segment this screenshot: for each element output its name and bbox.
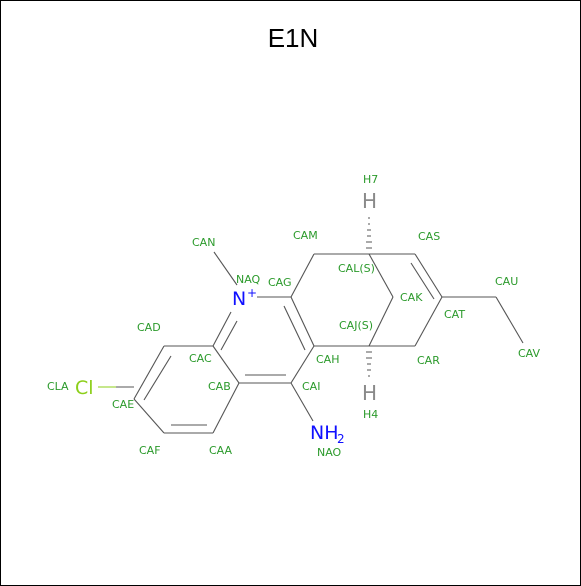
hash-bond-h7 xyxy=(366,217,372,249)
molecule-title: E1N xyxy=(268,23,319,53)
label-h4: H4 xyxy=(363,408,378,421)
bond-cac-n-inner xyxy=(220,320,238,351)
hydrogen-bottom-atom: H xyxy=(362,381,377,405)
label-cal: CAL(S) xyxy=(338,262,375,275)
label-cak: CAK xyxy=(400,291,423,304)
bond-caa-cab xyxy=(212,382,240,434)
label-can: CAN xyxy=(192,236,215,249)
label-cae: CAE xyxy=(112,398,134,411)
bond-cas-cat-inner xyxy=(410,262,435,300)
hydrogen-top-atom: H xyxy=(362,189,377,213)
amine-subscript: 2 xyxy=(337,432,345,446)
label-cai: CAI xyxy=(302,380,320,393)
label-cav: CAV xyxy=(518,347,541,360)
amine-atom: NH xyxy=(310,422,339,444)
hash-bond-h4 xyxy=(366,351,372,377)
bond-cac-n xyxy=(212,311,232,347)
bond-cau-cav xyxy=(495,296,524,344)
bond-cae-caf xyxy=(133,398,165,434)
label-nao: NAO xyxy=(317,446,342,459)
label-cag: CAG xyxy=(268,276,292,289)
label-caj: CAJ(S) xyxy=(339,319,373,332)
label-cla: CLA xyxy=(47,380,69,393)
chlorine-atom: Cl xyxy=(75,377,94,399)
bond-cat-car xyxy=(414,296,443,347)
nitrogen-charge: + xyxy=(247,286,257,300)
bond-cab-cac xyxy=(212,345,240,384)
label-h7: H7 xyxy=(363,173,378,186)
bond-n-can xyxy=(213,251,238,286)
bond-cah-cai xyxy=(290,345,315,384)
bond-cak-caj xyxy=(368,296,394,347)
label-cab: CAB xyxy=(208,380,231,393)
bond-cad-cae xyxy=(133,345,165,400)
label-cas: CAS xyxy=(418,230,440,243)
atom-labels: H7 CAM CAS CAN NAQ CAG CAL(S) CAU CAK CA… xyxy=(47,173,541,459)
bond-cal-cak xyxy=(368,253,394,298)
label-caa: CAA xyxy=(209,444,233,457)
bond-cai-nao xyxy=(290,382,314,422)
bonds xyxy=(98,217,524,434)
label-cam: CAM xyxy=(293,229,318,242)
nitrogen-ring-atom: N xyxy=(232,288,246,310)
bond-cag-cam xyxy=(290,253,315,298)
label-naq: NAQ xyxy=(236,273,261,286)
label-caf: CAF xyxy=(139,444,161,457)
label-cah: CAH xyxy=(316,353,339,366)
bond-cas-cat xyxy=(414,253,443,298)
label-cad: CAD xyxy=(137,321,161,334)
label-cat: CAT xyxy=(444,308,465,321)
bond-cad-cae-inner xyxy=(143,355,172,401)
atom-symbols: N + NH 2 Cl H H xyxy=(75,189,377,446)
label-car: CAR xyxy=(417,354,440,367)
bond-cag-cah-inner xyxy=(283,305,306,351)
bond-cag-cah xyxy=(290,296,315,347)
label-cau: CAU xyxy=(495,275,518,288)
label-cac: CAC xyxy=(189,352,212,365)
